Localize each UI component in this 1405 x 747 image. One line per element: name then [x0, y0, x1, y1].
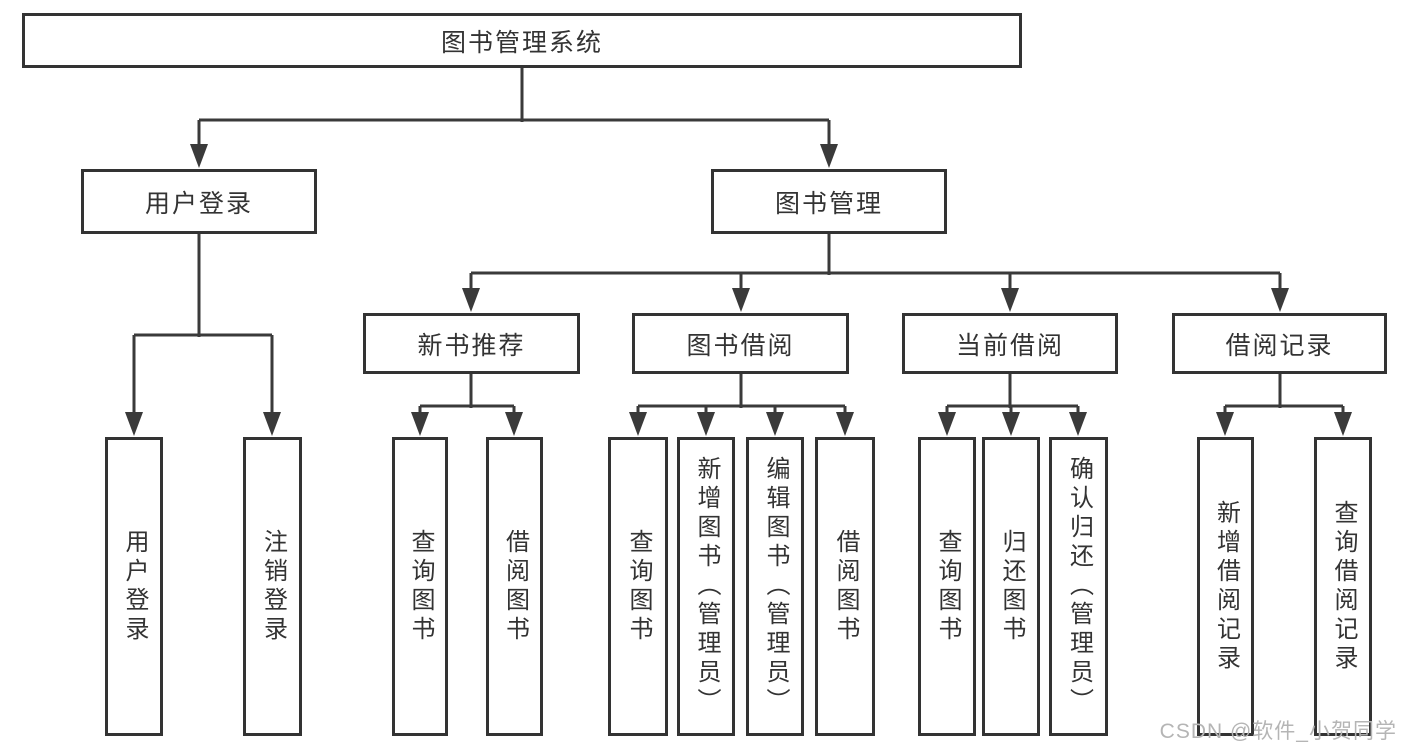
leaf-recommend-borrow-books: 借阅图书 [486, 437, 543, 736]
leaf-current-query-books-label: 查询图书 [934, 528, 961, 645]
leaf-recommend-borrow-books-label: 借阅图书 [501, 528, 529, 645]
node-book-borrowing: 图书借阅 [632, 313, 849, 374]
arrowheads [125, 144, 1352, 436]
node-new-book-recommend: 新书推荐 [363, 313, 580, 374]
node-borrowing-records: 借阅记录 [1172, 313, 1387, 374]
leaf-current-return-books-label: 归还图书 [998, 528, 1025, 645]
leaf-user-login-label: 用户登录 [121, 528, 148, 645]
node-current-borrowing-label: 当前借阅 [955, 331, 1064, 360]
node-user-login-label: 用户登录 [144, 189, 253, 218]
node-user-login: 用户登录 [81, 169, 317, 234]
leaf-borrowing-add-books-admin-label: 新增图书（管理员） [693, 456, 720, 717]
leaf-logout: 注销登录 [243, 437, 302, 736]
leaf-logout-label: 注销登录 [259, 528, 287, 645]
leaf-current-return-books: 归还图书 [982, 437, 1040, 736]
leaf-borrowing-add-books-admin: 新增图书（管理员） [677, 437, 735, 736]
leaf-records-query-record: 查询借阅记录 [1314, 437, 1372, 736]
leaf-records-add-record: 新增借阅记录 [1197, 437, 1254, 736]
leaf-borrowing-query-books-label: 查询图书 [625, 528, 652, 645]
node-current-borrowing: 当前借阅 [902, 313, 1118, 374]
leaf-records-add-record-label: 新增借阅记录 [1212, 499, 1240, 674]
leaf-recommend-query-books-label: 查询图书 [407, 528, 434, 645]
leaf-borrowing-borrow-books-label: 借阅图书 [832, 528, 859, 645]
leaf-recommend-query-books: 查询图书 [392, 437, 448, 736]
node-book-management: 图书管理 [711, 169, 947, 234]
leaf-user-login: 用户登录 [105, 437, 163, 736]
node-new-book-recommend-label: 新书推荐 [417, 331, 526, 360]
leaf-current-confirm-return-admin-label: 确认归还（管理员） [1065, 456, 1093, 717]
watermark: CSDN @软件_小贺同学 [1159, 720, 1397, 743]
node-library-system-label: 图书管理系统 [440, 28, 603, 57]
leaf-current-confirm-return-admin: 确认归还（管理员） [1049, 437, 1108, 736]
leaf-records-query-record-label: 查询借阅记录 [1330, 499, 1357, 674]
leaf-borrowing-query-books: 查询图书 [608, 437, 668, 736]
node-library-system: 图书管理系统 [22, 13, 1022, 68]
node-borrowing-records-label: 借阅记录 [1225, 331, 1334, 360]
leaf-borrowing-edit-books-admin-label: 编辑图书（管理员） [762, 456, 789, 717]
leaf-borrowing-edit-books-admin: 编辑图书（管理员） [746, 437, 804, 736]
node-book-borrowing-label: 图书借阅 [686, 331, 795, 360]
node-book-management-label: 图书管理 [774, 189, 883, 218]
leaf-borrowing-borrow-books: 借阅图书 [815, 437, 875, 736]
leaf-current-query-books: 查询图书 [918, 437, 976, 736]
